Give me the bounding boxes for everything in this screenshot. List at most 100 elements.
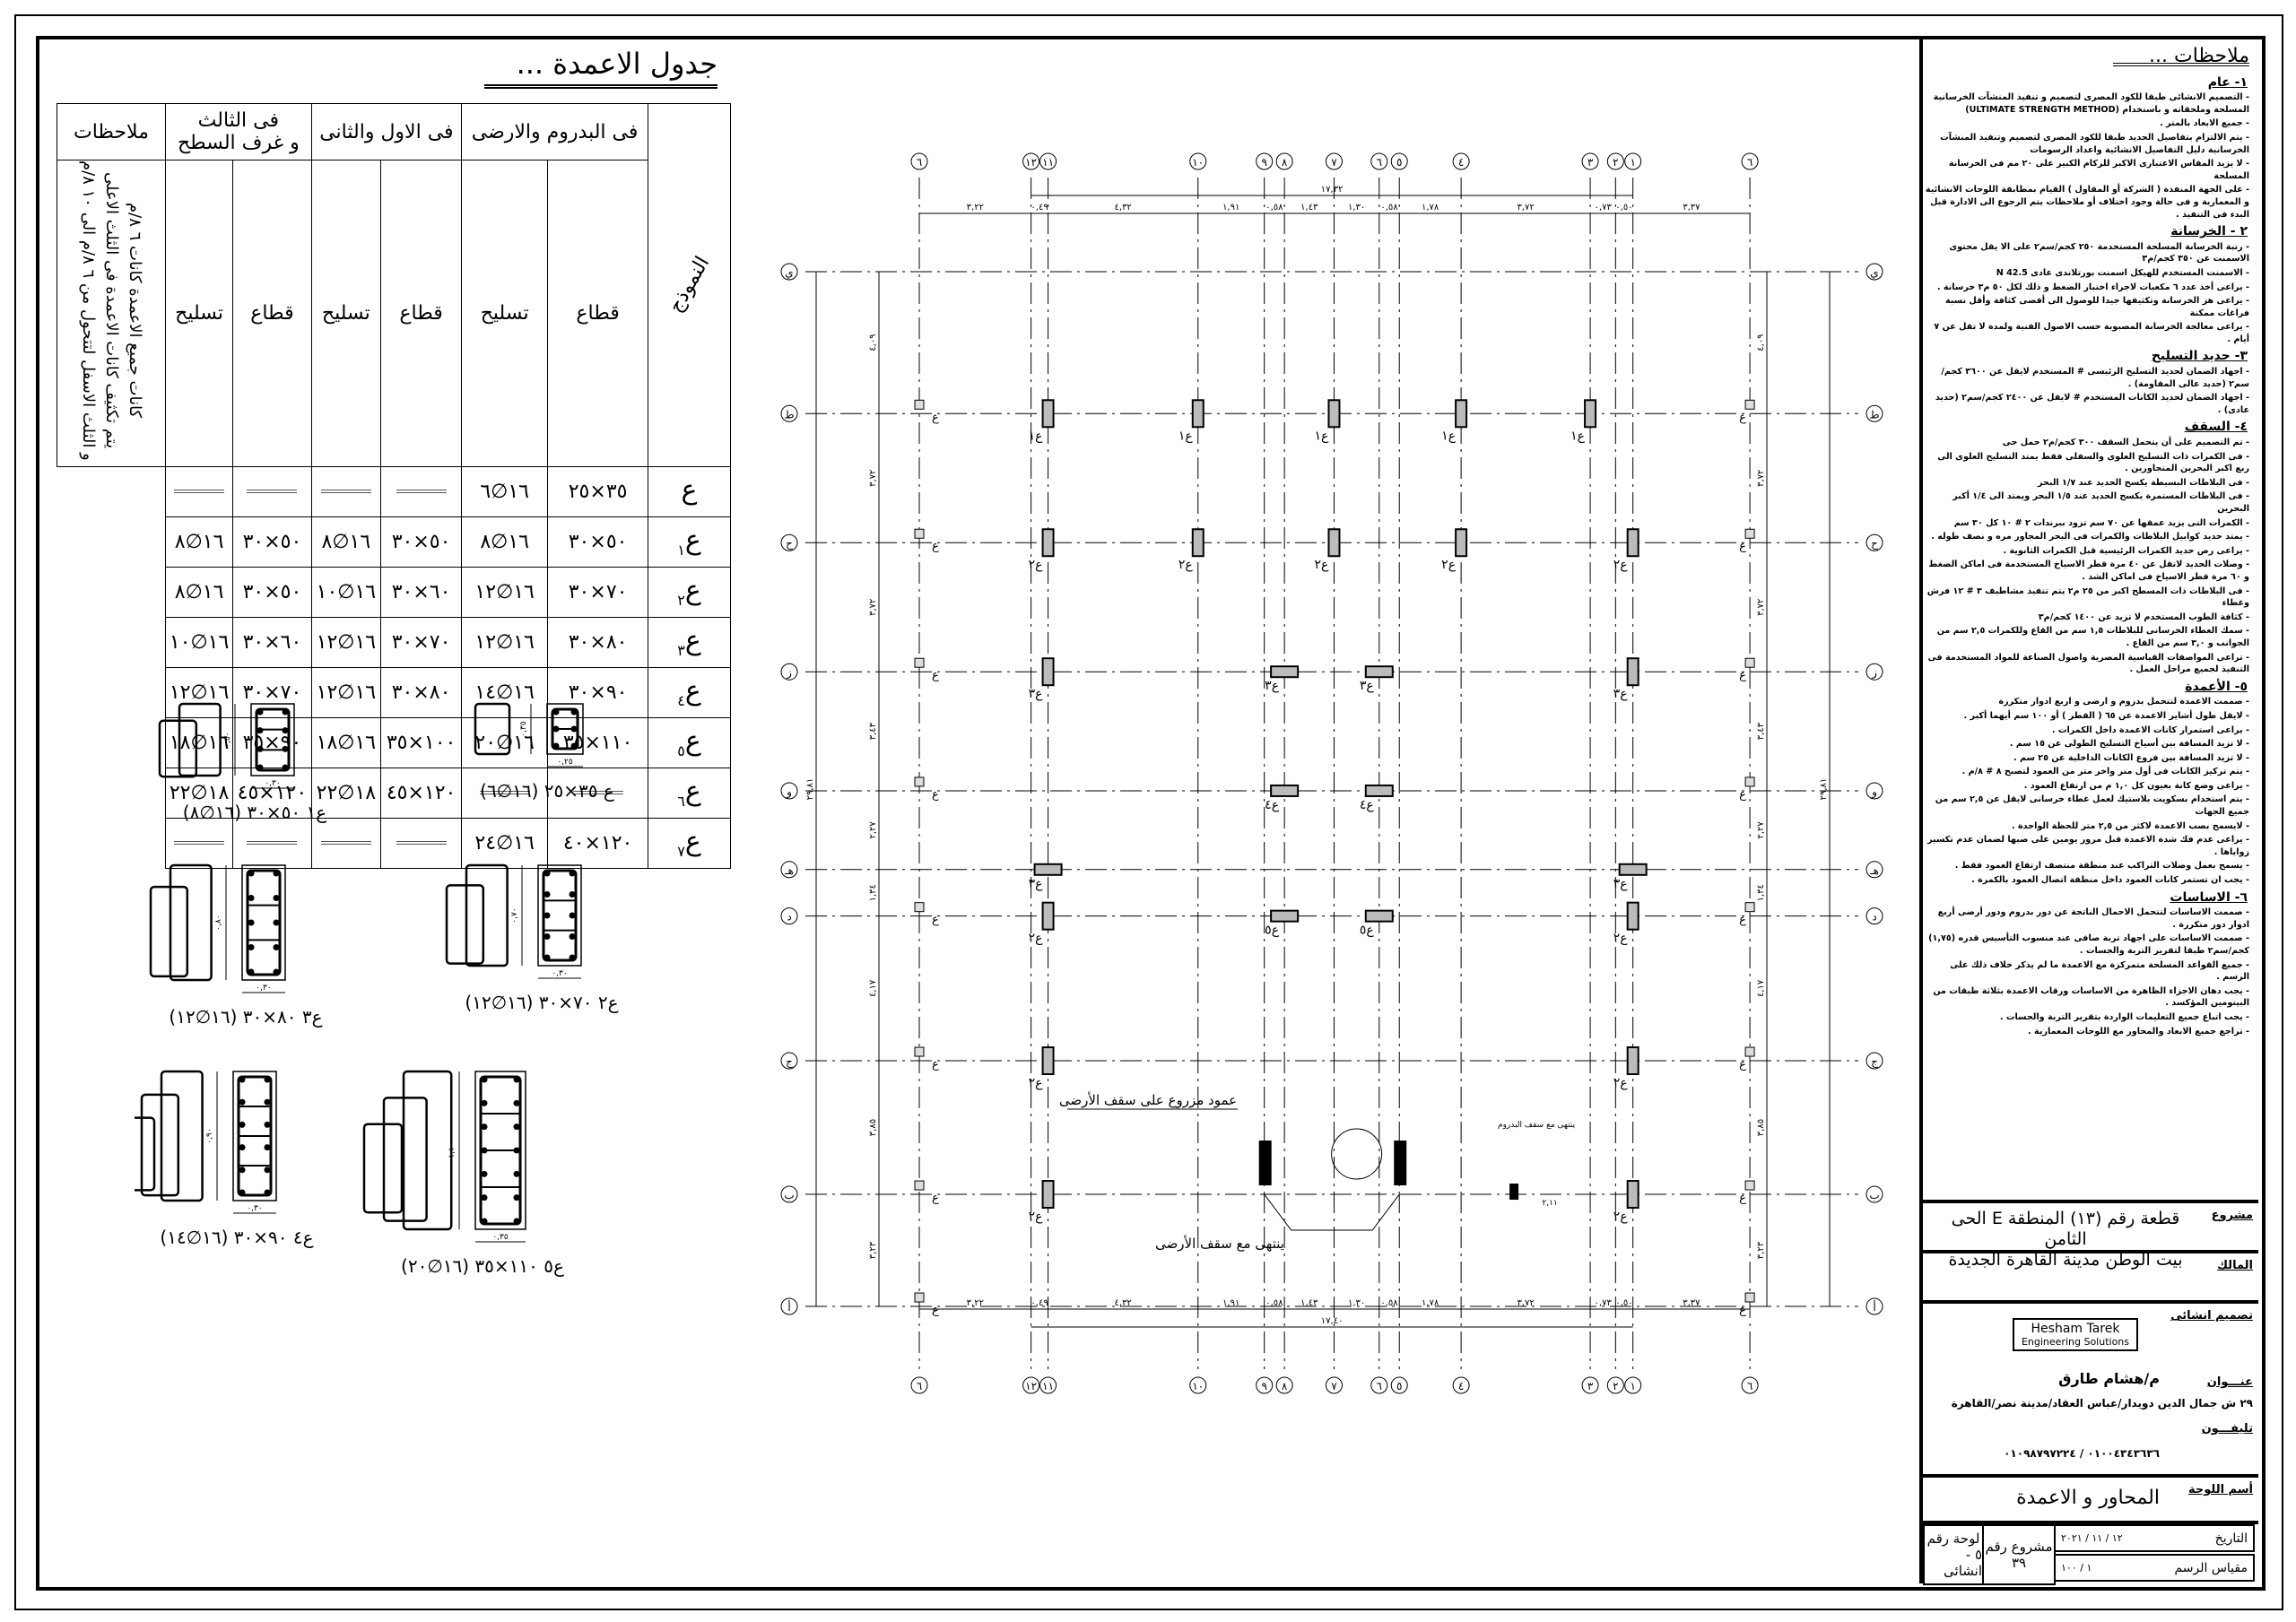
axis-bubble	[1866, 663, 1883, 681]
dim-label: ٠,٥٠	[1615, 203, 1632, 213]
axis-label: ٥	[1396, 156, 1402, 169]
rebar-cell: ١٦∅٢٤	[461, 817, 549, 869]
rebar-dot	[273, 968, 280, 976]
column	[1626, 528, 1639, 558]
column-tag: ع	[932, 1058, 939, 1071]
column-tag: ع	[1739, 788, 1746, 802]
rebar-dot	[481, 1147, 488, 1154]
rebar-cell: ١٦∅٨	[164, 566, 234, 618]
address-label: عنـــوان	[2206, 1375, 2253, 1389]
dim-label: ٣,٤٣	[868, 722, 878, 740]
axis-bubble	[1866, 782, 1883, 800]
dim-label: ١,٣٠	[1348, 203, 1365, 213]
section-cell	[232, 817, 312, 869]
model-cell: ع	[648, 465, 731, 517]
project-label: مشروع	[2211, 1209, 2253, 1222]
axis-label: ي	[785, 266, 793, 279]
axis-bubble	[1581, 152, 1599, 170]
header-group-first-second: فى الاول والثانى	[310, 103, 463, 160]
width-label: ٠,٣٠	[247, 1204, 262, 1213]
rebar-dot	[544, 933, 551, 940]
axis-bubble	[1256, 152, 1274, 170]
model-sub: ٥	[677, 742, 685, 760]
axis-label: ١١	[1042, 156, 1054, 169]
empty-dash	[396, 489, 447, 495]
axis-bubble	[1370, 152, 1388, 170]
column-tag: ع٣	[1613, 877, 1629, 891]
column	[1327, 528, 1341, 558]
rebar-cell: ١٦∅٨	[310, 516, 382, 568]
note-line: و الثلث الاسفل لتتحول من ٦ ٨/م الى ١٠ ٨/…	[79, 160, 98, 461]
header-model: النموذج	[648, 103, 731, 467]
axis-label: ٥	[1396, 1380, 1402, 1392]
column-tag: ع٣	[1029, 877, 1044, 891]
column-tag: ع٣	[1613, 687, 1629, 701]
column-tag: ع	[1739, 540, 1746, 553]
column	[1041, 901, 1055, 931]
section-label: ع٢ ٧٠×٣٠ (١٦∅١٢)	[465, 992, 618, 1013]
column-tag: ع	[932, 1192, 939, 1205]
stirrup	[542, 869, 578, 962]
sheet-info-block	[1923, 1521, 2258, 1587]
column-schedule-table: النموذج فى البدروم والارضى فى الاول والث…	[57, 103, 731, 869]
note-item: - يراعى رص حديد الكمرات الرئيسية قبل الك…	[2003, 545, 2249, 556]
rebar-dot	[248, 870, 255, 877]
scale-label: مقياس الرسم	[2174, 1560, 2248, 1575]
dim-label: ٣,٤٣	[1756, 722, 1766, 740]
stirrup-shape	[160, 1070, 204, 1202]
axis-label: ٩	[1261, 1380, 1266, 1392]
notes-vertical-text: كانات جميع الاعمدة كانات ٦ ٨/م يتم تكثيف…	[76, 160, 146, 461]
column-schedule-title: جدول الاعمدة ...	[484, 47, 718, 89]
designer-label: تصميم انشائى	[2170, 1309, 2253, 1323]
owner-block: المالك	[1923, 1250, 2258, 1304]
section-detail: ٠,٣٥٠,٢٥ع ٣٥×٢٥ (١٦∅٦)	[474, 702, 614, 802]
rebar-cell: ١٦∅١٢	[310, 616, 382, 668]
axis-bubble	[780, 782, 798, 800]
axis-label: ز	[1871, 666, 1877, 680]
phone-label: تليفـــون	[2201, 1422, 2253, 1436]
dim-label: ٣,٢٢	[967, 203, 984, 213]
axis-label: ١١	[1042, 1380, 1054, 1392]
note-item: - فى الكمرات ذات التسليح العلوى والسفلى …	[1937, 451, 2249, 474]
rebar-dot	[513, 1076, 520, 1083]
small-column	[1744, 399, 1755, 410]
section-cell: ٩٠×٣٥	[232, 716, 312, 768]
section-cell: ٧٠×٣٠	[547, 566, 648, 618]
column-tag: ع	[932, 1304, 939, 1317]
axis-label: د	[1872, 911, 1876, 924]
project-line2: بيت الوطن مدينة القاهرة الجديدة	[1948, 1250, 2183, 1270]
notes-heading: ٣- حديد التسليح	[2151, 349, 2248, 364]
dim-total: ١٧,٣٢	[1321, 185, 1344, 195]
column-tag: ع	[1739, 1304, 1746, 1317]
rebar-dot	[239, 1121, 246, 1128]
model-cell: ع٧	[648, 817, 731, 869]
scale-value: ١ / ١٠٠	[2061, 1562, 2092, 1574]
section-cell: ٥٠×٣٠	[232, 566, 312, 618]
column-tag: ع	[932, 411, 939, 424]
rebar-dot	[282, 764, 289, 771]
dim-label: ٣,٧٢	[1517, 1298, 1534, 1308]
note-item: - يتم استخدام بسكويت بلاستيك لعمل غطاء خ…	[1935, 794, 2249, 818]
small-column	[914, 1180, 925, 1191]
axis-label: ٦	[917, 1380, 922, 1392]
rebar-dot	[552, 708, 560, 716]
axis-bubble	[780, 1185, 798, 1203]
small-column	[1744, 1292, 1755, 1303]
dim-label: ٣,٧٢	[868, 599, 878, 616]
section-cell: ١٢٠×٤٥	[380, 767, 463, 819]
sheet-number: ٥ - انشائى	[1944, 1547, 1982, 1579]
dim-label: ٤,١٧	[1756, 979, 1766, 997]
header-notes: ملاحظات	[57, 103, 166, 160]
column	[1626, 657, 1639, 687]
notes-cell: كانات جميع الاعمدة كانات ٦ ٨/م يتم تكثيف…	[57, 160, 166, 467]
rebar-dot	[513, 1099, 520, 1106]
model-cell: ع٥	[648, 716, 731, 768]
rebar-dot	[273, 944, 280, 950]
axis-label: د	[787, 911, 791, 924]
column-tag: ع٢	[1441, 558, 1457, 572]
